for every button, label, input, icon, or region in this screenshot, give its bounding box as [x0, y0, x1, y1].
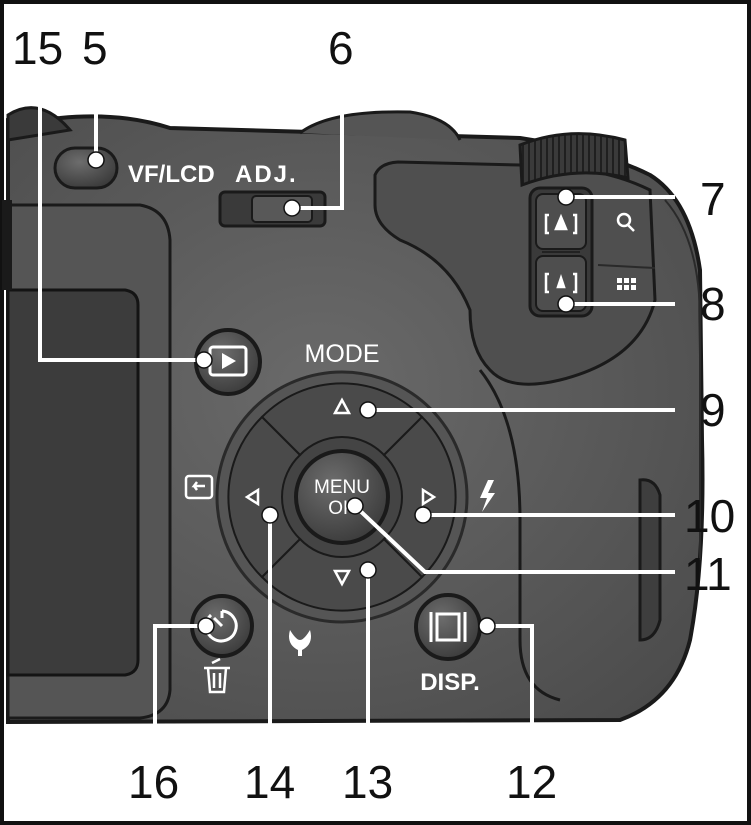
up-arrow-icon	[332, 397, 352, 415]
right-edge-ridge	[664, 199, 701, 560]
callout-8: 8	[700, 278, 726, 330]
callout-5: 5	[82, 22, 108, 74]
menu-ok-button[interactable]	[294, 449, 390, 545]
control-dial[interactable]	[518, 132, 630, 188]
quick-review-icon	[184, 474, 214, 500]
display-button[interactable]	[414, 593, 482, 661]
magnify-icon	[616, 212, 635, 232]
callout-14: 14	[244, 756, 295, 808]
grip-panel-divider	[597, 264, 656, 269]
display-icon	[429, 612, 467, 642]
mode-label: MODE	[305, 340, 380, 368]
callout-11: 11	[684, 548, 732, 600]
down-arrow-icon	[332, 569, 352, 587]
vf-lcd-label: VF/LCD	[128, 161, 215, 188]
dpad-left[interactable]	[227, 415, 302, 579]
callout-7: 7	[700, 173, 726, 225]
lead-dots	[87, 151, 575, 635]
callout-12: 12	[506, 756, 557, 808]
callout-16: 16	[128, 756, 179, 808]
dpad-down[interactable]	[260, 537, 424, 612]
adj-label: ADJ.	[235, 161, 298, 188]
wide-zoom-icon	[544, 272, 578, 294]
lcd-screen	[6, 288, 140, 677]
lead-lines	[38, 68, 675, 750]
menu-label: MENU	[314, 477, 370, 498]
disp-label: DISP.	[420, 669, 480, 696]
callout-6: 6	[328, 22, 354, 74]
grip-contour	[478, 369, 561, 702]
flash-icon	[480, 480, 495, 512]
callout-9: 9	[700, 384, 726, 436]
right-edge-slot	[638, 478, 662, 642]
callout-15: 15	[12, 22, 63, 74]
left-arrow-icon	[244, 487, 260, 507]
callout-13: 13	[342, 756, 393, 808]
trash-icon	[204, 657, 230, 694]
callout-10: 10	[684, 490, 735, 542]
left-edge-strip	[2, 200, 12, 290]
macro-icon	[289, 630, 311, 656]
tele-zoom-icon	[544, 213, 578, 235]
vf-lcd-button[interactable]	[53, 146, 119, 190]
thumbnail-icon	[617, 278, 636, 290]
right-arrow-icon	[421, 487, 437, 507]
